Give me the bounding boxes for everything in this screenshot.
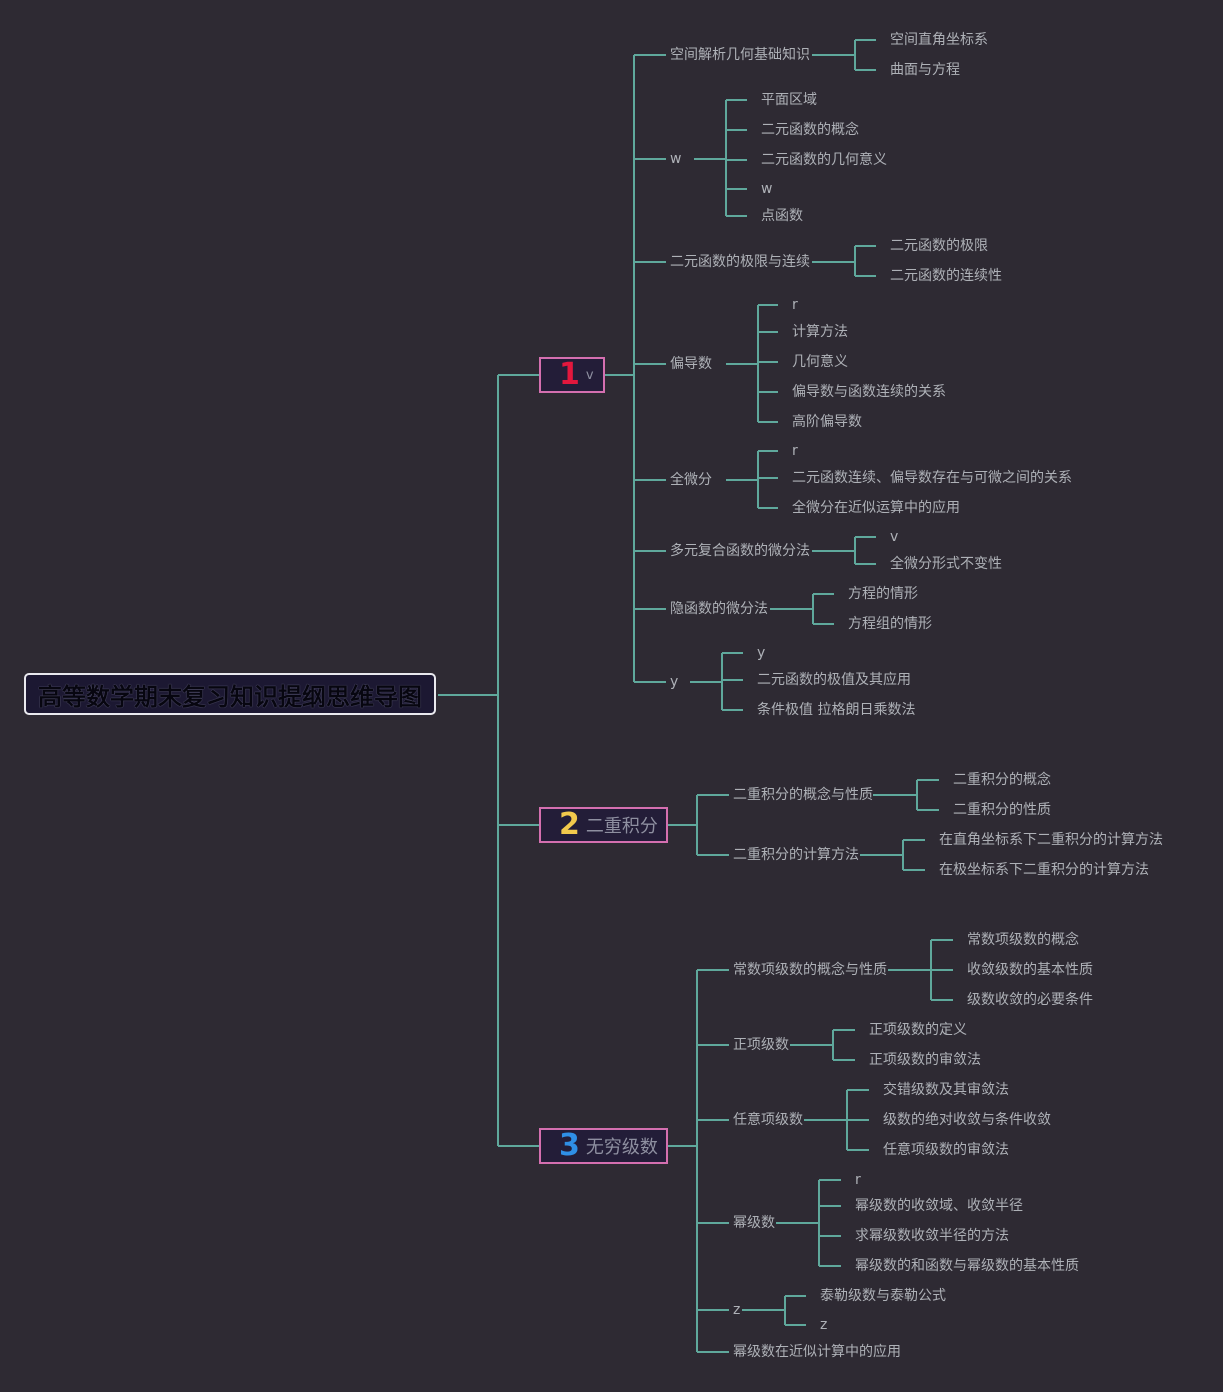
leaf-topic[interactable]: 正项级数的定义 — [869, 1022, 967, 1038]
leaf-topic[interactable]: 平面区域 — [761, 92, 817, 108]
leaf-topic[interactable]: 常数项级数的概念 — [967, 932, 1079, 948]
subtopic-3-4[interactable]: 幂级数 — [733, 1215, 775, 1231]
leaf-topic[interactable]: 点函数 — [761, 208, 803, 224]
leaf-topic[interactable]: 条件极值 拉格朗日乘数法 — [757, 702, 916, 718]
leaf-topic[interactable]: 计算方法 — [792, 324, 848, 340]
leaf-topic[interactable]: 二元函数连续、偏导数存在与可微之间的关系 — [792, 470, 1072, 486]
subtopic-3-3[interactable]: 任意项级数 — [733, 1112, 803, 1128]
leaf-topic[interactable]: 二重积分的概念 — [953, 772, 1051, 788]
leaf-topic[interactable]: v — [890, 529, 899, 545]
leaf-topic[interactable]: 几何意义 — [792, 354, 848, 370]
leaf-topic[interactable]: y — [757, 645, 766, 661]
root-topic[interactable]: 高等数学期末复习知识提纲思维导图 — [24, 673, 436, 715]
subtopic-1-7[interactable]: 隐函数的微分法 — [670, 601, 768, 617]
branch-number: 2 — [559, 807, 580, 842]
leaf-topic[interactable]: 二元函数的连续性 — [890, 268, 1002, 284]
leaf-topic[interactable]: 二元函数的概念 — [761, 122, 859, 138]
subtopic-2-2[interactable]: 二重积分的计算方法 — [733, 847, 859, 863]
leaf-topic[interactable]: w — [761, 181, 773, 197]
branch-label: v — [585, 367, 594, 383]
leaf-topic[interactable]: 级数的绝对收敛与条件收敛 — [883, 1112, 1051, 1128]
leaf-topic[interactable]: 正项级数的审敛法 — [869, 1052, 981, 1068]
branch-number: 3 — [559, 1128, 580, 1163]
subtopic-3-5[interactable]: z — [733, 1302, 741, 1318]
leaf-topic[interactable]: r — [792, 297, 798, 313]
subtopic-1-4[interactable]: 偏导数 — [670, 356, 712, 372]
leaf-topic[interactable]: 交错级数及其审敛法 — [883, 1082, 1009, 1098]
leaf-topic[interactable]: 曲面与方程 — [890, 62, 960, 78]
leaf-topic[interactable]: 二元函数的几何意义 — [761, 152, 887, 168]
subtopic-1-5[interactable]: 全微分 — [670, 472, 712, 488]
leaf-topic[interactable]: 方程的情形 — [848, 586, 918, 602]
branch-label: 二重积分 — [585, 816, 658, 837]
leaf-topic[interactable]: 幂级数的和函数与幂级数的基本性质 — [855, 1258, 1079, 1274]
leaf-topic[interactable]: 空间直角坐标系 — [890, 32, 988, 48]
branch-number: 1 — [559, 357, 580, 392]
leaf-topic[interactable]: 泰勒级数与泰勒公式 — [820, 1288, 946, 1304]
subtopic-1-2[interactable]: w — [670, 151, 682, 167]
subtopic-3-1[interactable]: 常数项级数的概念与性质 — [733, 962, 887, 978]
leaf-topic[interactable]: 在极坐标系下二重积分的计算方法 — [939, 862, 1149, 878]
leaf-topic[interactable]: 二元函数的极值及其应用 — [757, 672, 911, 688]
leaf-topic[interactable]: 二重积分的性质 — [953, 802, 1051, 818]
leaf-topic[interactable]: 全微分在近似运算中的应用 — [792, 500, 960, 516]
leaf-topic[interactable]: z — [820, 1317, 828, 1333]
leaf-topic[interactable]: 幂级数的收敛域、收敛半径 — [855, 1198, 1023, 1214]
leaf-topic[interactable]: 求幂级数收敛半径的方法 — [855, 1228, 1009, 1244]
subtopic-2-1[interactable]: 二重积分的概念与性质 — [733, 787, 873, 803]
leaf-topic[interactable]: 偏导数与函数连续的关系 — [792, 384, 946, 400]
subtopic-1-8[interactable]: y — [670, 674, 679, 690]
branch-label: 无穷级数 — [585, 1137, 658, 1158]
leaf-topic[interactable]: r — [792, 443, 798, 459]
leaf-topic[interactable]: 高阶偏导数 — [792, 414, 862, 430]
leaf-topic[interactable]: 在直角坐标系下二重积分的计算方法 — [939, 832, 1163, 848]
subtopic-3-2[interactable]: 正项级数 — [733, 1037, 789, 1053]
leaf-topic[interactable]: 任意项级数的审敛法 — [883, 1142, 1009, 1158]
leaf-topic[interactable]: 全微分形式不变性 — [890, 556, 1002, 572]
subtopic-3-6[interactable]: 幂级数在近似计算中的应用 — [733, 1344, 901, 1360]
subtopic-1-3[interactable]: 二元函数的极限与连续 — [670, 254, 810, 270]
leaf-topic[interactable]: 级数收敛的必要条件 — [967, 992, 1093, 1008]
subtopic-1-6[interactable]: 多元复合函数的微分法 — [670, 543, 810, 559]
leaf-topic[interactable]: r — [855, 1172, 861, 1188]
subtopic-1-1[interactable]: 空间解析几何基础知识 — [670, 47, 810, 63]
leaf-topic[interactable]: 二元函数的极限 — [890, 238, 988, 254]
leaf-topic[interactable]: 方程组的情形 — [848, 616, 932, 632]
leaf-topic[interactable]: 收敛级数的基本性质 — [967, 962, 1093, 978]
